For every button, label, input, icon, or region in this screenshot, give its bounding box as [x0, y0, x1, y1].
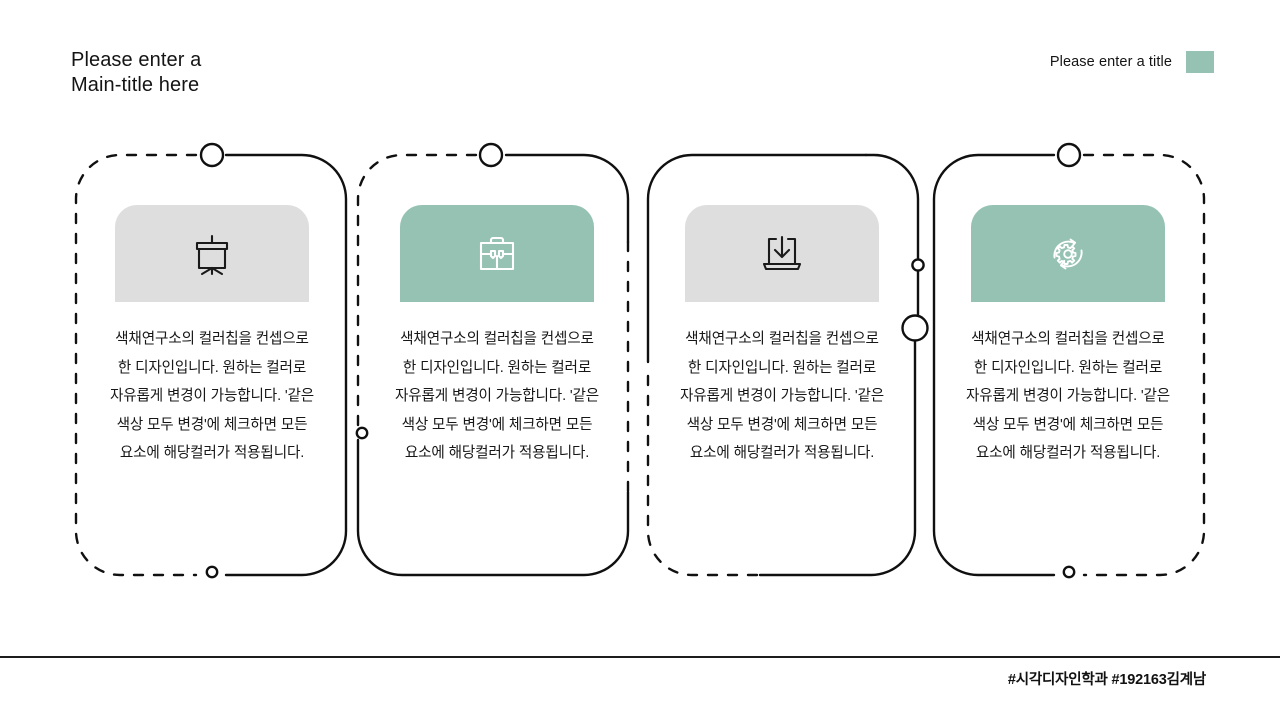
footer-divider: [0, 656, 1280, 658]
presentation-board-icon: [188, 230, 236, 278]
header-right-group: Please enter a title: [1050, 51, 1214, 73]
gear-refresh-icon: [1044, 230, 1092, 278]
laptop-download-icon: [758, 230, 806, 278]
footer-credit: #시각디자인학과 #192163김계남: [1007, 672, 1206, 688]
card-2[interactable]: 색채연구소의 컬러칩을 컨셉으로 한 디자인입니다. 원하는 컬러로 자유롭게 …: [370, 205, 624, 468]
accent-color-swatch: [1186, 51, 1214, 73]
card-4-icon-plate: [971, 205, 1165, 302]
card-3-text: 색채연구소의 컬러칩을 컨셉으로 한 디자인입니다. 원하는 컬러로 자유롭게 …: [679, 331, 885, 462]
card-4[interactable]: 색채연구소의 컬러칩을 컨셉으로 한 디자인입니다. 원하는 컬러로 자유롭게 …: [941, 205, 1195, 468]
card-1-icon-plate: [115, 205, 309, 302]
card-3[interactable]: 색채연구소의 컬러칩을 컨셉으로 한 디자인입니다. 원하는 컬러로 자유롭게 …: [655, 205, 909, 468]
card-1-text: 색채연구소의 컬러칩을 컨셉으로 한 디자인입니다. 원하는 컬러로 자유롭게 …: [109, 331, 315, 462]
card-3-icon-plate: [685, 205, 879, 302]
section-title: Please enter a title: [1049, 54, 1172, 70]
briefcase-icon: [473, 230, 521, 278]
page-title: Please enter a Main-title here: [71, 49, 202, 96]
card-2-text: 색채연구소의 컬러칩을 컨셉으로 한 디자인입니다. 원하는 컬러로 자유롭게 …: [394, 331, 600, 462]
card-1[interactable]: 색채연구소의 컬러칩을 컨셉으로 한 디자인입니다. 원하는 컬러로 자유롭게 …: [85, 205, 339, 468]
card-4-text: 색채연구소의 컬러칩을 컨셉으로 한 디자인입니다. 원하는 컬러로 자유롭게 …: [965, 331, 1171, 462]
card-2-icon-plate: [400, 205, 594, 302]
